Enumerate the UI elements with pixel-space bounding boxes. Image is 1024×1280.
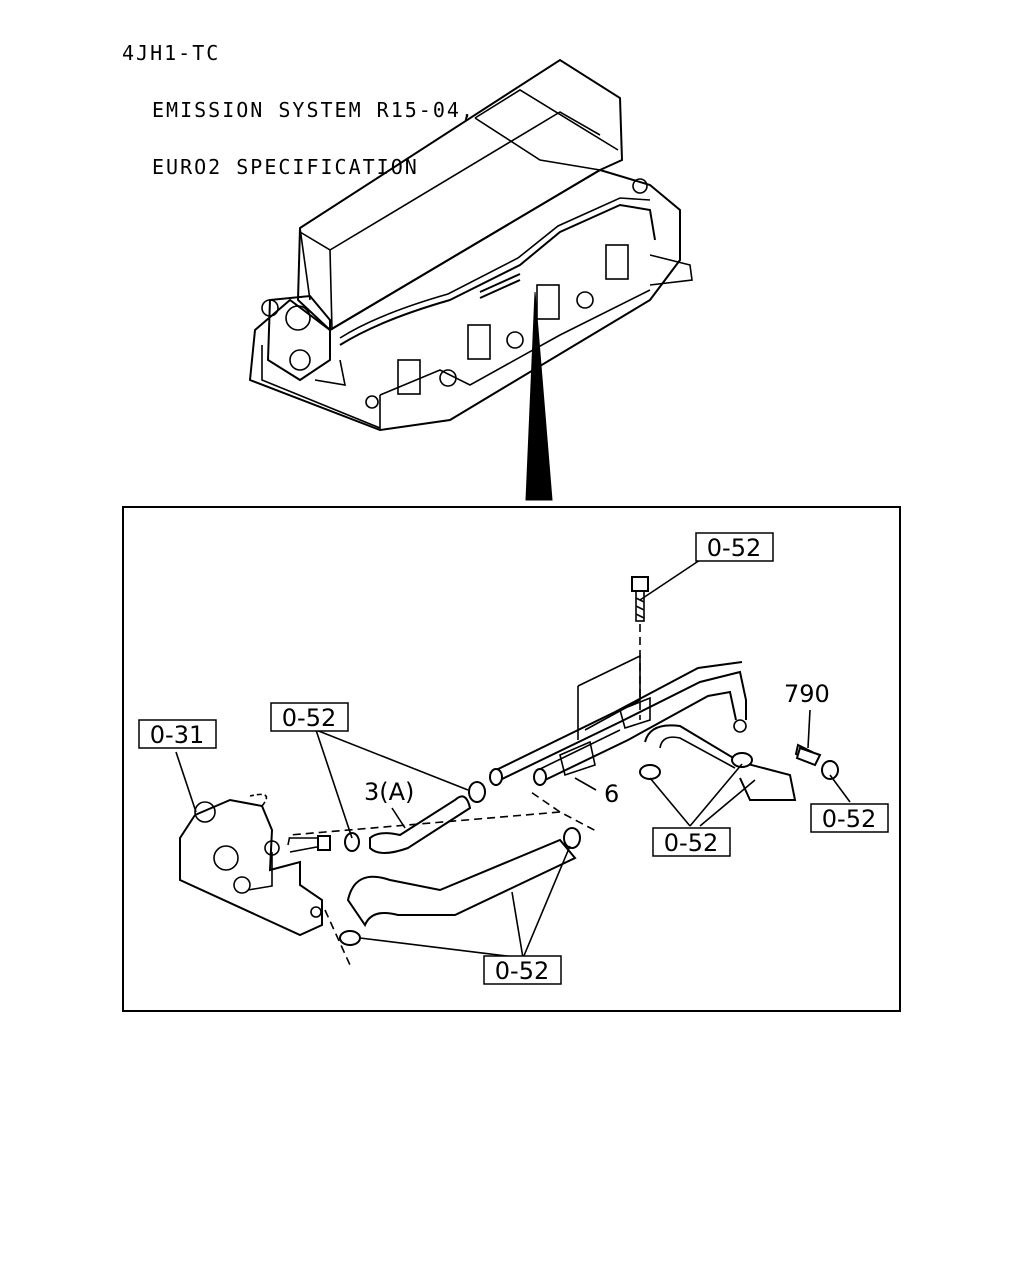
right-hose [644, 724, 797, 801]
diagram-header: 4JH1-TC EMISSION SYSTEM R15-04, EURO2 SP… [122, 6, 475, 196]
detail-leader-tail [525, 291, 553, 501]
lower-hose [346, 838, 577, 928]
bolt [631, 576, 649, 720]
pipe-label: 6 [604, 780, 619, 808]
callout-egr-valve-text: 0-31 [150, 721, 204, 749]
egr-pipe-assembly [489, 654, 747, 786]
callout-egr-valve: 0-31 [138, 719, 217, 749]
cap-part [794, 743, 822, 767]
hose-3a [369, 795, 472, 854]
callout-left-clamp: 0-52 [270, 702, 349, 732]
cap-label: 790 [784, 680, 830, 708]
system-title: EMISSION SYSTEM R15-04, [152, 98, 475, 122]
callout-center-clamp: 0-52 [652, 827, 731, 857]
callout-bolt-text: 0-52 [707, 534, 761, 562]
specification-title: EURO2 SPECIFICATION [152, 155, 419, 179]
callout-lower-clamp-text: 0-52 [495, 957, 549, 985]
callout-left-clamp-text: 0-52 [282, 704, 336, 732]
callout-lower-clamp: 0-52 [483, 955, 562, 985]
engine-head-illustration [248, 58, 693, 432]
egr-valve-assembly [179, 793, 331, 937]
hose-clamps [339, 752, 839, 946]
callout-bolt: 0-52 [695, 532, 774, 562]
callout-right-clamp-text: 0-52 [822, 805, 876, 833]
detail-frame [122, 506, 901, 1012]
callout-right-clamp: 0-52 [810, 803, 889, 833]
leader-lines [175, 559, 851, 959]
callout-center-clamp-text: 0-52 [664, 829, 718, 857]
hose-label: 3(A) [364, 778, 414, 806]
engine-model: 4JH1-TC [122, 41, 221, 65]
